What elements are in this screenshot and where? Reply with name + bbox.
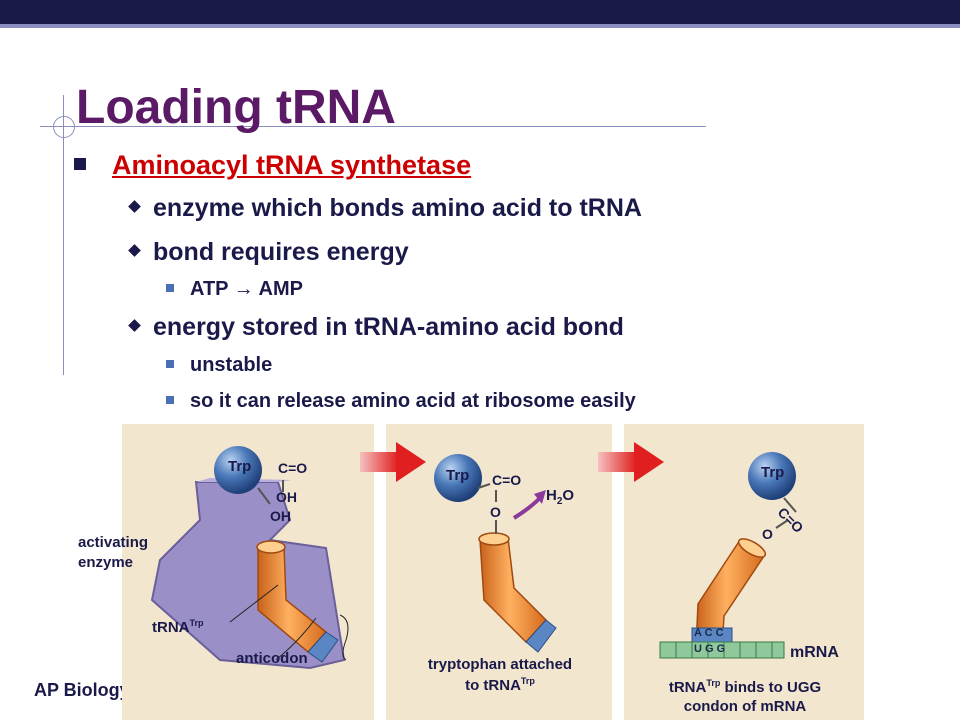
- title-rule: [40, 126, 706, 127]
- oh-label-1: OH: [276, 489, 297, 505]
- caption-3-line-1: tRNATrp binds to UGG: [630, 678, 860, 696]
- bullet-aminoacyl: Aminoacyl tRNA synthetase: [74, 150, 471, 181]
- trp-ball-1: [214, 446, 262, 494]
- activating-enzyme-label-1: activating: [78, 534, 149, 551]
- sub-bullet-stored: energy stored in tRNA-amino acid bond: [128, 313, 624, 342]
- sub-sub-bullet-unstable: unstable: [166, 354, 272, 377]
- caption-2-sup: Trp: [520, 676, 535, 686]
- sub-sub-bullet-release-text: so it can release amino acid at ribosome…: [190, 390, 636, 412]
- oh-label-2: OH: [270, 508, 291, 524]
- sub-bullet-stored-text: energy stored in tRNA-amino acid bond: [153, 313, 624, 341]
- codon-bases: U G G: [694, 643, 726, 655]
- trna-label: tRNATrp: [152, 618, 204, 636]
- sub-sub-bullet-atp: ATP → AMP: [166, 278, 303, 301]
- sub-sub-bullet-atp-text: ATP → AMP: [190, 278, 303, 300]
- trna-tube-2: [478, 532, 557, 653]
- trna-tube-1: [256, 540, 339, 663]
- water-release-arrow: [512, 496, 542, 520]
- h2o-label: H2O: [546, 487, 574, 507]
- sub-bullet-enzyme-text: enzyme which bonds amino acid to tRNA: [153, 194, 642, 222]
- top-banner: [0, 0, 960, 32]
- trp-label-2: Trp: [446, 467, 470, 484]
- small-square-bullet-icon: [166, 359, 174, 368]
- trp-ball-2: [434, 454, 482, 502]
- caption-2-text: to tRNA: [465, 677, 521, 694]
- diamond-bullet-icon: [128, 319, 141, 332]
- trna-label-sup: Trp: [189, 618, 204, 628]
- crosshair-ornament: [53, 116, 75, 138]
- caption-3-rest: binds to UGG: [720, 679, 822, 696]
- diamond-bullet-icon: [128, 244, 141, 257]
- o-label-2: O: [490, 504, 501, 520]
- trna-label-text: tRNA: [152, 619, 190, 636]
- slide-title: Loading tRNA: [76, 81, 396, 134]
- trp-label-1: Trp: [228, 458, 252, 475]
- caption-3-sup: Trp: [706, 678, 721, 688]
- trp-label-3: Trp: [761, 464, 785, 481]
- sub-sub-bullet-unstable-text: unstable: [190, 354, 273, 376]
- caption-2-line-1: tryptophan attached: [427, 656, 573, 673]
- co-label-1: C=O: [278, 460, 308, 476]
- anticodon-bases: A C C: [694, 627, 724, 639]
- arrow-1: [360, 442, 426, 482]
- arrow-2: [598, 442, 664, 482]
- margin-rule: [63, 95, 64, 375]
- sub-sub-bullet-release: so it can release amino acid at ribosome…: [166, 390, 636, 413]
- square-bullet-icon: [74, 157, 86, 170]
- trna-loading-figure: [122, 424, 864, 720]
- diamond-bullet-icon: [128, 200, 141, 213]
- small-square-bullet-icon: [166, 395, 174, 404]
- footer-label: AP Biology: [34, 680, 130, 700]
- sub-bullet-enzyme: enzyme which bonds amino acid to tRNA: [128, 194, 642, 223]
- activating-enzyme-label-2: enzyme: [78, 554, 134, 571]
- h2o-sub: 2: [556, 496, 563, 507]
- mrna-label: mRNA: [790, 644, 839, 661]
- caption-3-trna: tRNA: [668, 679, 707, 696]
- co-label-2: C=O: [492, 472, 522, 488]
- anticodon-label: anticodon: [236, 650, 308, 667]
- bullet-aminoacyl-text: Aminoacyl tRNA synthetase: [112, 150, 472, 180]
- mrna-strand: [659, 641, 785, 659]
- caption-3-line-2: condon of mRNA: [683, 698, 807, 715]
- h2o-o: O: [562, 487, 575, 504]
- trp-ball-3: [748, 452, 796, 500]
- o-label-3: O: [762, 526, 773, 542]
- sub-bullet-energy: bond requires energy: [128, 238, 409, 267]
- h2o-h: H: [546, 487, 557, 504]
- sub-bullet-energy-text: bond requires energy: [153, 238, 409, 266]
- caption-2-line-2: to tRNATrp: [398, 676, 602, 694]
- small-square-bullet-icon: [166, 283, 174, 292]
